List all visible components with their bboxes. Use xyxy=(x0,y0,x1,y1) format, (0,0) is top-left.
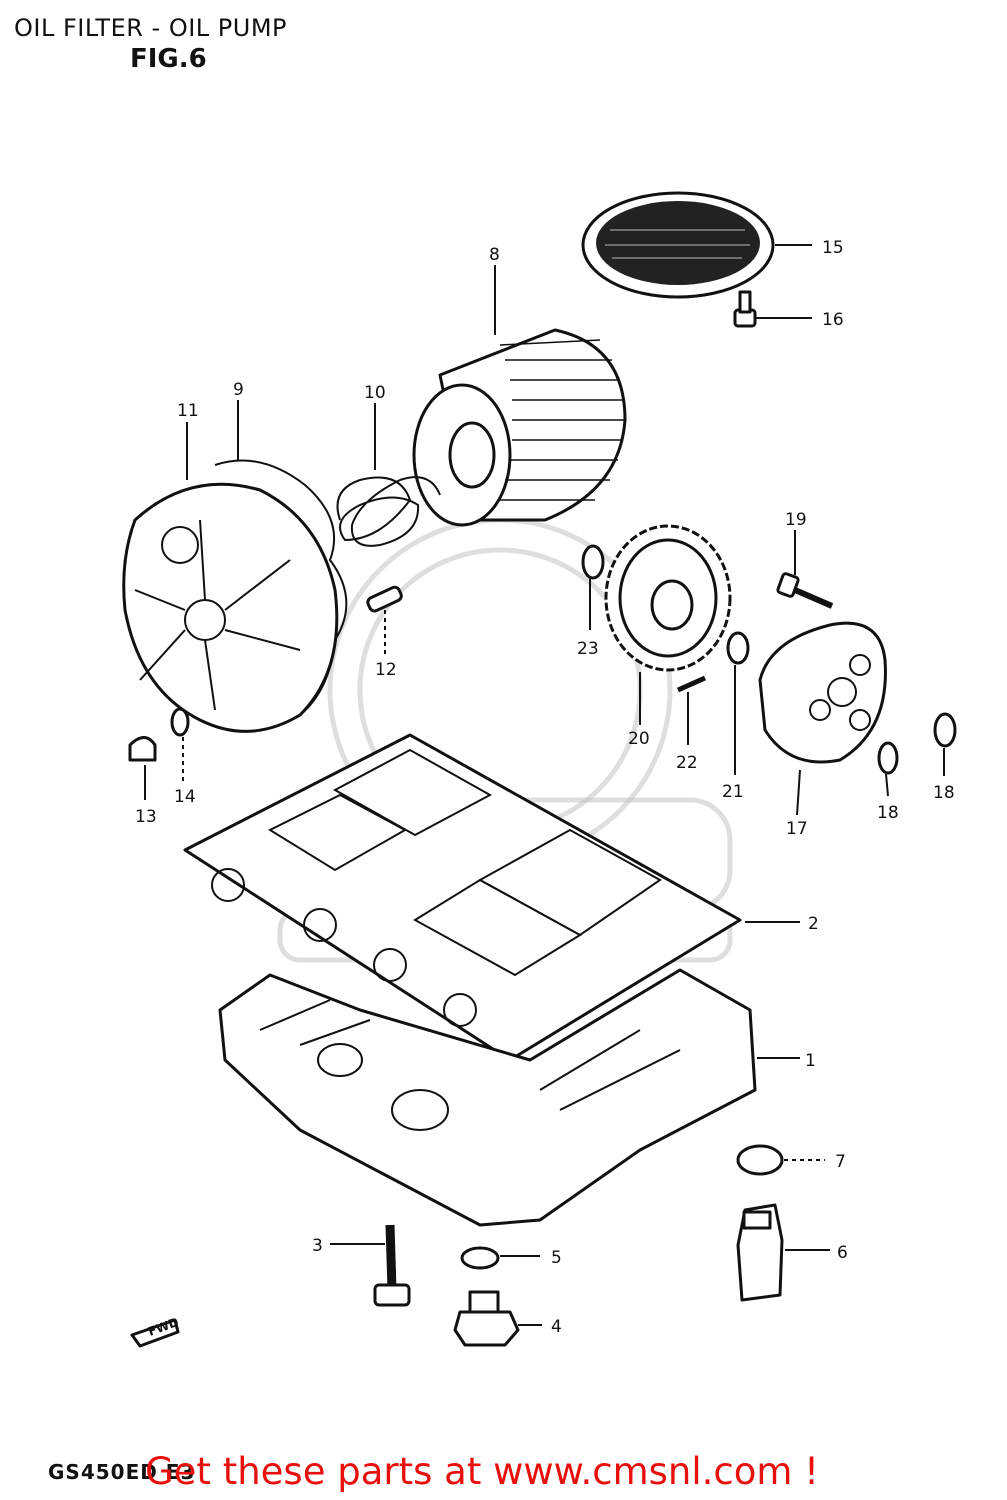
part-1-oil-pan[interactable] xyxy=(218,968,757,1227)
part-6-oil-pressure-switch[interactable] xyxy=(736,1203,784,1302)
part-23-circlip[interactable] xyxy=(581,544,605,580)
callout-17: 17 xyxy=(786,819,808,839)
leader-lines xyxy=(144,244,945,1326)
part-20-pump-gear[interactable] xyxy=(604,524,732,672)
part-5-gasket[interactable] xyxy=(460,1246,500,1270)
callout-11: 11 xyxy=(177,401,199,421)
callout-16: 16 xyxy=(822,310,844,330)
callout-8: 8 xyxy=(489,245,500,265)
callout-1: 1 xyxy=(805,1051,816,1071)
callout-18a: 18 xyxy=(877,803,899,823)
callout-5: 5 xyxy=(551,1248,562,1268)
part-22-pin[interactable] xyxy=(676,675,707,693)
callout-13: 13 xyxy=(135,807,157,827)
callout-labels: 15 16 8 10 9 11 12 13 14 19 23 20 22 21 … xyxy=(135,238,955,1337)
callout-19: 19 xyxy=(785,510,807,530)
callout-20: 20 xyxy=(628,729,650,749)
model-code: GS450ED E3 xyxy=(48,1460,196,1484)
part-17-oil-pump[interactable] xyxy=(758,621,887,764)
callout-18b: 18 xyxy=(933,783,955,803)
callout-7: 7 xyxy=(835,1152,846,1172)
callout-15: 15 xyxy=(822,238,844,258)
callout-22: 22 xyxy=(676,753,698,773)
part-8-oil-filter[interactable] xyxy=(412,328,627,527)
part-13-cap-nut[interactable] xyxy=(128,736,157,762)
callout-12: 12 xyxy=(375,660,397,680)
callout-14: 14 xyxy=(174,787,196,807)
figure-number: FIG.6 xyxy=(130,44,207,74)
part-14-washer[interactable] xyxy=(170,707,190,737)
cmsnl-link-banner[interactable]: Get these parts at www.cmsnl.com ! xyxy=(145,1450,820,1493)
callout-6: 6 xyxy=(837,1243,848,1263)
part-3-bolt[interactable] xyxy=(373,1224,411,1307)
part-4-drain-plug[interactable] xyxy=(453,1290,520,1347)
part-18-o-ring[interactable] xyxy=(877,712,957,775)
callout-21: 21 xyxy=(722,782,744,802)
page-title: OIL FILTER - OIL PUMP xyxy=(14,14,288,42)
part-7-gasket[interactable] xyxy=(736,1144,784,1176)
part-10-spring[interactable] xyxy=(336,476,441,547)
part-15-screen[interactable] xyxy=(581,191,775,299)
callout-3: 3 xyxy=(312,1236,323,1256)
callout-9: 9 xyxy=(233,380,244,400)
part-11-filter-cover[interactable] xyxy=(122,482,339,733)
part-16-bolt[interactable] xyxy=(733,290,757,328)
callout-2: 2 xyxy=(808,914,819,934)
fwd-arrow: FWD xyxy=(130,1315,181,1348)
callout-23: 23 xyxy=(577,639,599,659)
part-21-washer[interactable] xyxy=(726,631,750,665)
part-12-dowel-pin[interactable] xyxy=(366,585,403,613)
callout-10: 10 xyxy=(364,383,386,403)
part-19-bolt[interactable] xyxy=(776,572,834,609)
callout-4: 4 xyxy=(551,1317,562,1337)
part-2-oil-pan-gasket[interactable] xyxy=(183,733,742,1062)
